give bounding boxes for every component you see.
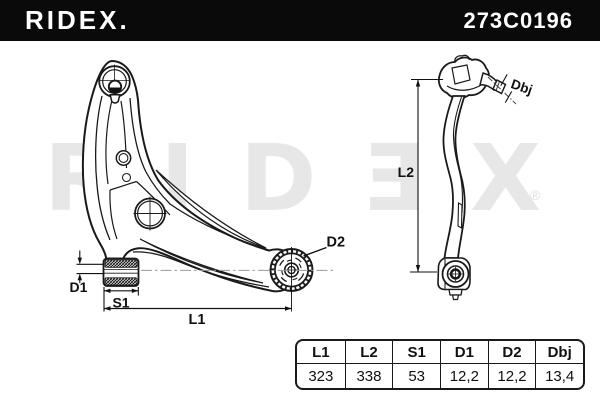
front-center-hole [133, 196, 167, 231]
spec-header-l2: L2 [344, 341, 393, 364]
dim-d1 [76, 250, 104, 283]
registered-mark: ® [530, 187, 541, 203]
front-balljoint-seat [98, 64, 131, 104]
part-number: 273C0196 [463, 8, 573, 33]
watermark-letter: X [470, 125, 541, 232]
spec-value-s1: 53 [392, 364, 440, 388]
label-d2: D2 [327, 235, 346, 251]
dim-l2 [410, 78, 443, 273]
side-view-control-arm [437, 54, 507, 301]
watermark-letter: D [239, 125, 317, 232]
front-left-bushing [102, 257, 140, 287]
ridex-logo: RIDEX. [25, 5, 130, 35]
label-l2: L2 [398, 164, 415, 180]
spec-header-s1: S1 [392, 341, 440, 364]
dimensions [76, 74, 517, 312]
spec-table: L1 L2 S1 D1 D2 Dbj 323 338 53 12,2 12,2 … [295, 339, 585, 390]
dim-s1 [103, 287, 139, 312]
label-d1: D1 [70, 279, 88, 295]
dim-d2-leader [303, 246, 327, 257]
spec-value-l1: 323 [308, 367, 334, 385]
spec-value-l2: 338 [344, 364, 393, 388]
front-view-control-arm [81, 59, 314, 293]
spec-value-d2: 12,2 [487, 364, 536, 388]
spec-header-d2: D2 [487, 341, 536, 364]
spec-header-dbj: Dbj [535, 341, 583, 364]
spec-value-dbj: 13,4 [535, 364, 583, 388]
dim-l1 [104, 247, 292, 312]
spec-header-l1: L1 [297, 341, 345, 364]
spec-value-d1: 12,2 [440, 364, 488, 388]
side-bottom-bushing [437, 257, 471, 301]
label-s1: S1 [112, 295, 129, 311]
label-dbj: Dbj [509, 76, 534, 97]
watermark-letter: Ǝ [361, 125, 425, 232]
label-l1: L1 [189, 312, 206, 328]
dim-dbj [487, 74, 517, 105]
spec-header-d1: D1 [440, 341, 488, 364]
header-bar: RIDEX. 273C0196 [0, 0, 600, 41]
